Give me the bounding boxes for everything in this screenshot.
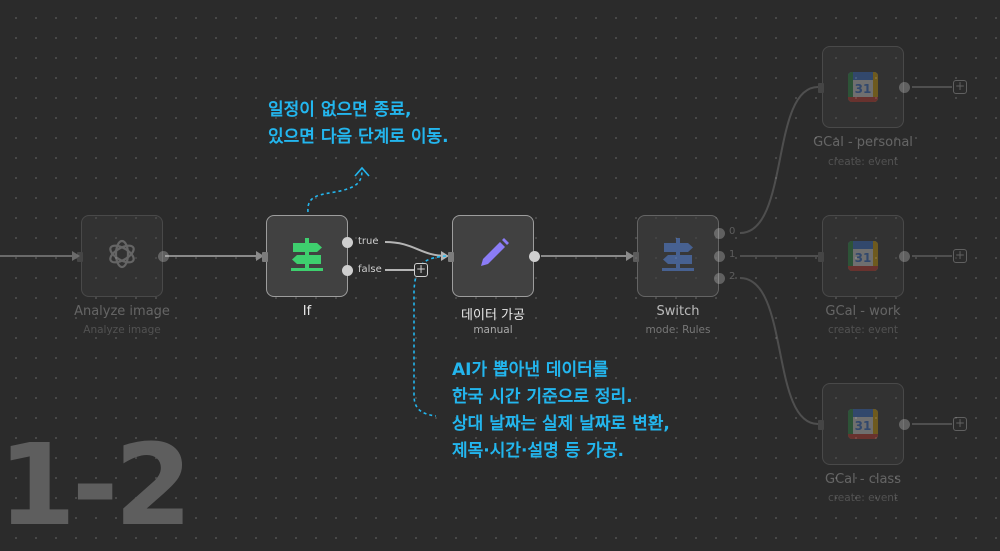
node-if[interactable] xyxy=(262,215,348,297)
node-title-gcal-personal: GCal - personal xyxy=(813,135,913,150)
node-switch[interactable] xyxy=(633,215,719,297)
node-gcal-personal[interactable]: 31 xyxy=(818,46,904,128)
add-node-button[interactable]: + xyxy=(414,262,428,277)
output-port-analyze[interactable] xyxy=(158,251,169,262)
note-pointer-edit xyxy=(413,255,447,417)
output-port-if-true[interactable] xyxy=(342,237,353,248)
output-port-gcal-class[interactable] xyxy=(899,419,910,430)
connection-switch-class xyxy=(739,277,819,425)
branch-label-0: 0 xyxy=(729,226,736,237)
node-title-gcal-class: GCal - class xyxy=(825,472,901,487)
section-label: 1-2 xyxy=(0,421,192,551)
node-subtitle-analyze: Analyze image xyxy=(83,324,161,336)
output-port-edit[interactable] xyxy=(529,251,540,262)
node-subtitle-gcal-personal: create: event xyxy=(827,156,899,168)
pencil-icon xyxy=(473,234,513,278)
node-title-if: If xyxy=(302,304,312,319)
output-port-gcal-personal[interactable] xyxy=(899,82,910,93)
note-line: AI가 뽑아낸 데이터를 xyxy=(452,360,609,380)
note-line: 상대 날짜는 실제 날짜로 변환, xyxy=(452,414,670,434)
arrow-head xyxy=(256,251,264,261)
calendar-number: 31 xyxy=(854,82,872,96)
output-port-switch-1[interactable] xyxy=(714,251,725,262)
node-subtitle-gcal-class: create: event xyxy=(827,492,899,504)
google-calendar-icon: 31 xyxy=(848,72,878,102)
note-line: 한국 시간 기준으로 정리. xyxy=(452,387,633,407)
output-port-switch-0[interactable] xyxy=(714,228,725,239)
input-port[interactable] xyxy=(818,420,824,430)
note-edit: AI가 뽑아낸 데이터를 한국 시간 기준으로 정리. 상대 날짜는 실제 날짜… xyxy=(452,357,670,465)
add-node-button[interactable]: + xyxy=(953,416,967,431)
node-title-analyze: Analyze image xyxy=(74,304,170,319)
add-node-button[interactable]: + xyxy=(953,79,967,94)
signpost-icon xyxy=(287,234,327,278)
google-calendar-icon: 31 xyxy=(848,409,878,439)
node-gcal-work[interactable]: 31 xyxy=(818,215,904,297)
node-data-edit[interactable] xyxy=(448,215,534,297)
arrow-head xyxy=(626,251,634,261)
input-port[interactable] xyxy=(77,252,83,262)
output-port-gcal-work[interactable] xyxy=(899,251,910,262)
branch-label-true: true xyxy=(358,236,379,247)
input-port[interactable] xyxy=(818,83,824,93)
signpost-icon xyxy=(658,234,698,278)
node-subtitle-gcal-work: create: event xyxy=(827,324,899,336)
input-port[interactable] xyxy=(262,252,268,262)
calendar-number: 31 xyxy=(854,419,872,433)
arrow-head xyxy=(72,251,80,261)
node-gcal-class[interactable]: 31 xyxy=(818,383,904,465)
node-title-gcal-work: GCal - work xyxy=(825,304,901,319)
node-title-edit: 데이터 가공 xyxy=(461,308,525,323)
note-line: 일정이 없으면 종료, xyxy=(268,100,412,120)
input-port[interactable] xyxy=(818,252,824,262)
connection-canvas xyxy=(0,86,952,425)
connection-if-true-edit xyxy=(384,241,448,257)
output-port-switch-2[interactable] xyxy=(714,273,725,284)
output-port-if-false[interactable] xyxy=(342,265,353,276)
input-port[interactable] xyxy=(448,252,454,262)
add-node-button[interactable]: + xyxy=(953,248,967,263)
branch-label-1: 1 xyxy=(729,249,736,260)
connection-switch-personal xyxy=(739,86,819,234)
note-pointer-if-arrow xyxy=(354,166,370,177)
node-subtitle-switch: mode: Rules xyxy=(645,324,711,336)
note-line: 제목·시간·설명 등 가공. xyxy=(452,441,624,461)
node-analyze-image[interactable] xyxy=(77,215,163,297)
branch-label-false: false xyxy=(358,264,382,275)
calendar-number: 31 xyxy=(854,251,872,265)
input-port[interactable] xyxy=(633,252,639,262)
openai-icon xyxy=(104,236,140,276)
note-if: 일정이 없으면 종료, 있으면 다음 단계로 이동. xyxy=(268,97,449,151)
node-title-switch: Switch xyxy=(656,304,700,319)
branch-label-2: 2 xyxy=(729,271,736,282)
note-line: 있으면 다음 단계로 이동. xyxy=(268,127,449,147)
node-subtitle-edit: manual xyxy=(473,324,513,336)
google-calendar-icon: 31 xyxy=(848,241,878,271)
note-pointer-if xyxy=(307,169,363,213)
